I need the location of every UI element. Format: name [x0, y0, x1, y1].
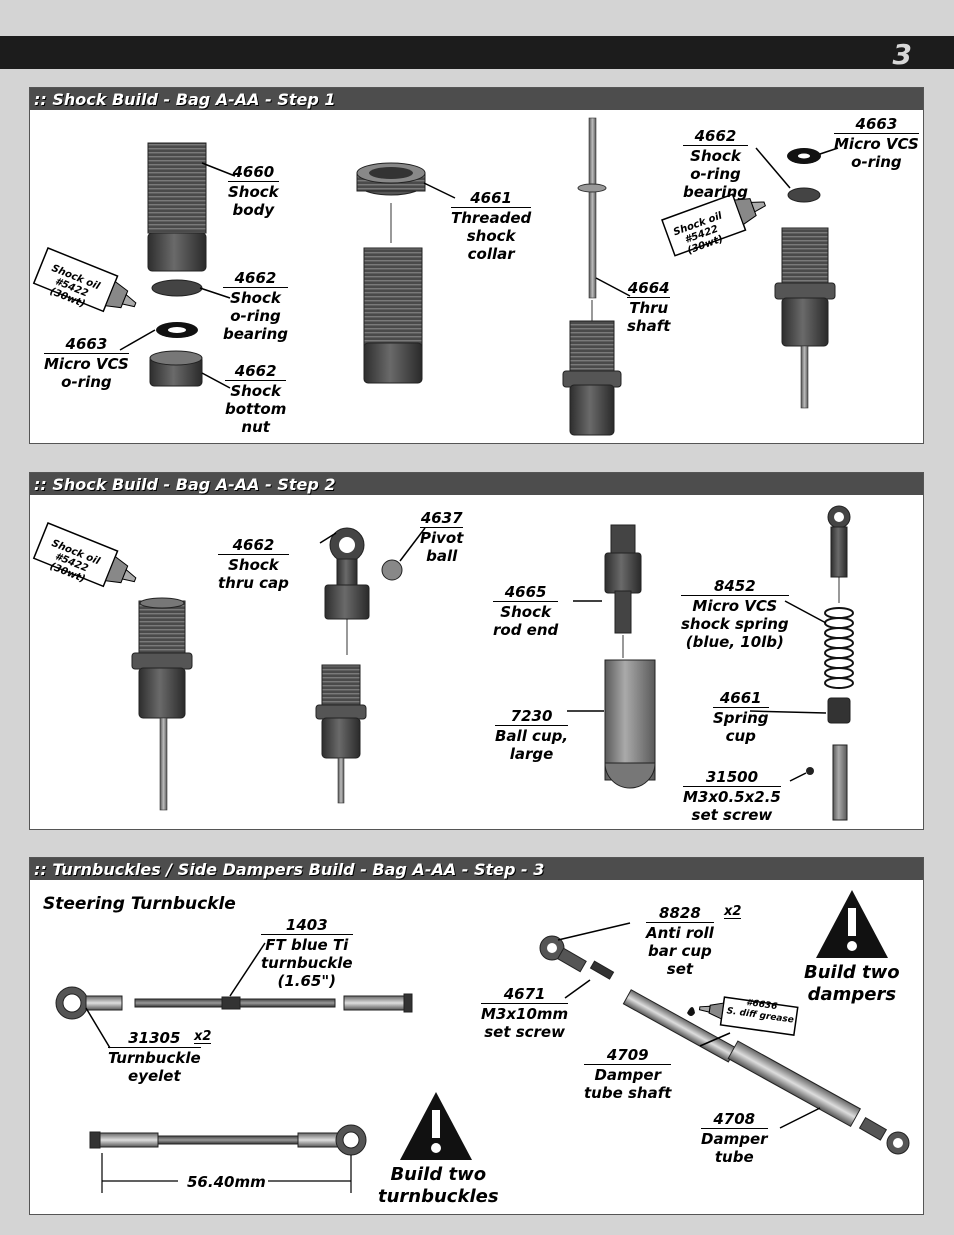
step1-panel: :: Shock Build - Bag A-AA - Step 1 [29, 87, 924, 444]
step2-header: :: Shock Build - Bag A-AA - Step 2 [30, 473, 923, 495]
step3-panel: :: Turnbuckles / Side Dampers Build - Ba… [29, 857, 924, 1215]
dimension-length: 56.40mm [187, 1173, 266, 1191]
qty-x2-cup: x2 [724, 904, 742, 919]
step2-illustration [32, 505, 854, 821]
qty-x2-eyelet: x2 [194, 1029, 212, 1044]
subtitle-steering-turnbuckle: Steering Turnbuckle [43, 894, 236, 914]
step1-title: :: Shock Build - Bag A-AA - Step 1 [34, 90, 336, 109]
top-header-bar [0, 36, 954, 69]
step2-panel: :: Shock Build - Bag A-AA - Step 2 [29, 472, 924, 830]
step3-title: :: Turnbuckles / Side Dampers Build - Ba… [34, 860, 545, 879]
step1-illustration [32, 117, 839, 436]
step3-header: :: Turnbuckles / Side Dampers Build - Ba… [30, 858, 923, 880]
step1-header: :: Shock Build - Bag A-AA - Step 1 [30, 88, 923, 110]
page-number: 3 [892, 38, 912, 71]
step2-title: :: Shock Build - Bag A-AA - Step 2 [34, 475, 336, 494]
step3-illustration [55, 890, 910, 1193]
